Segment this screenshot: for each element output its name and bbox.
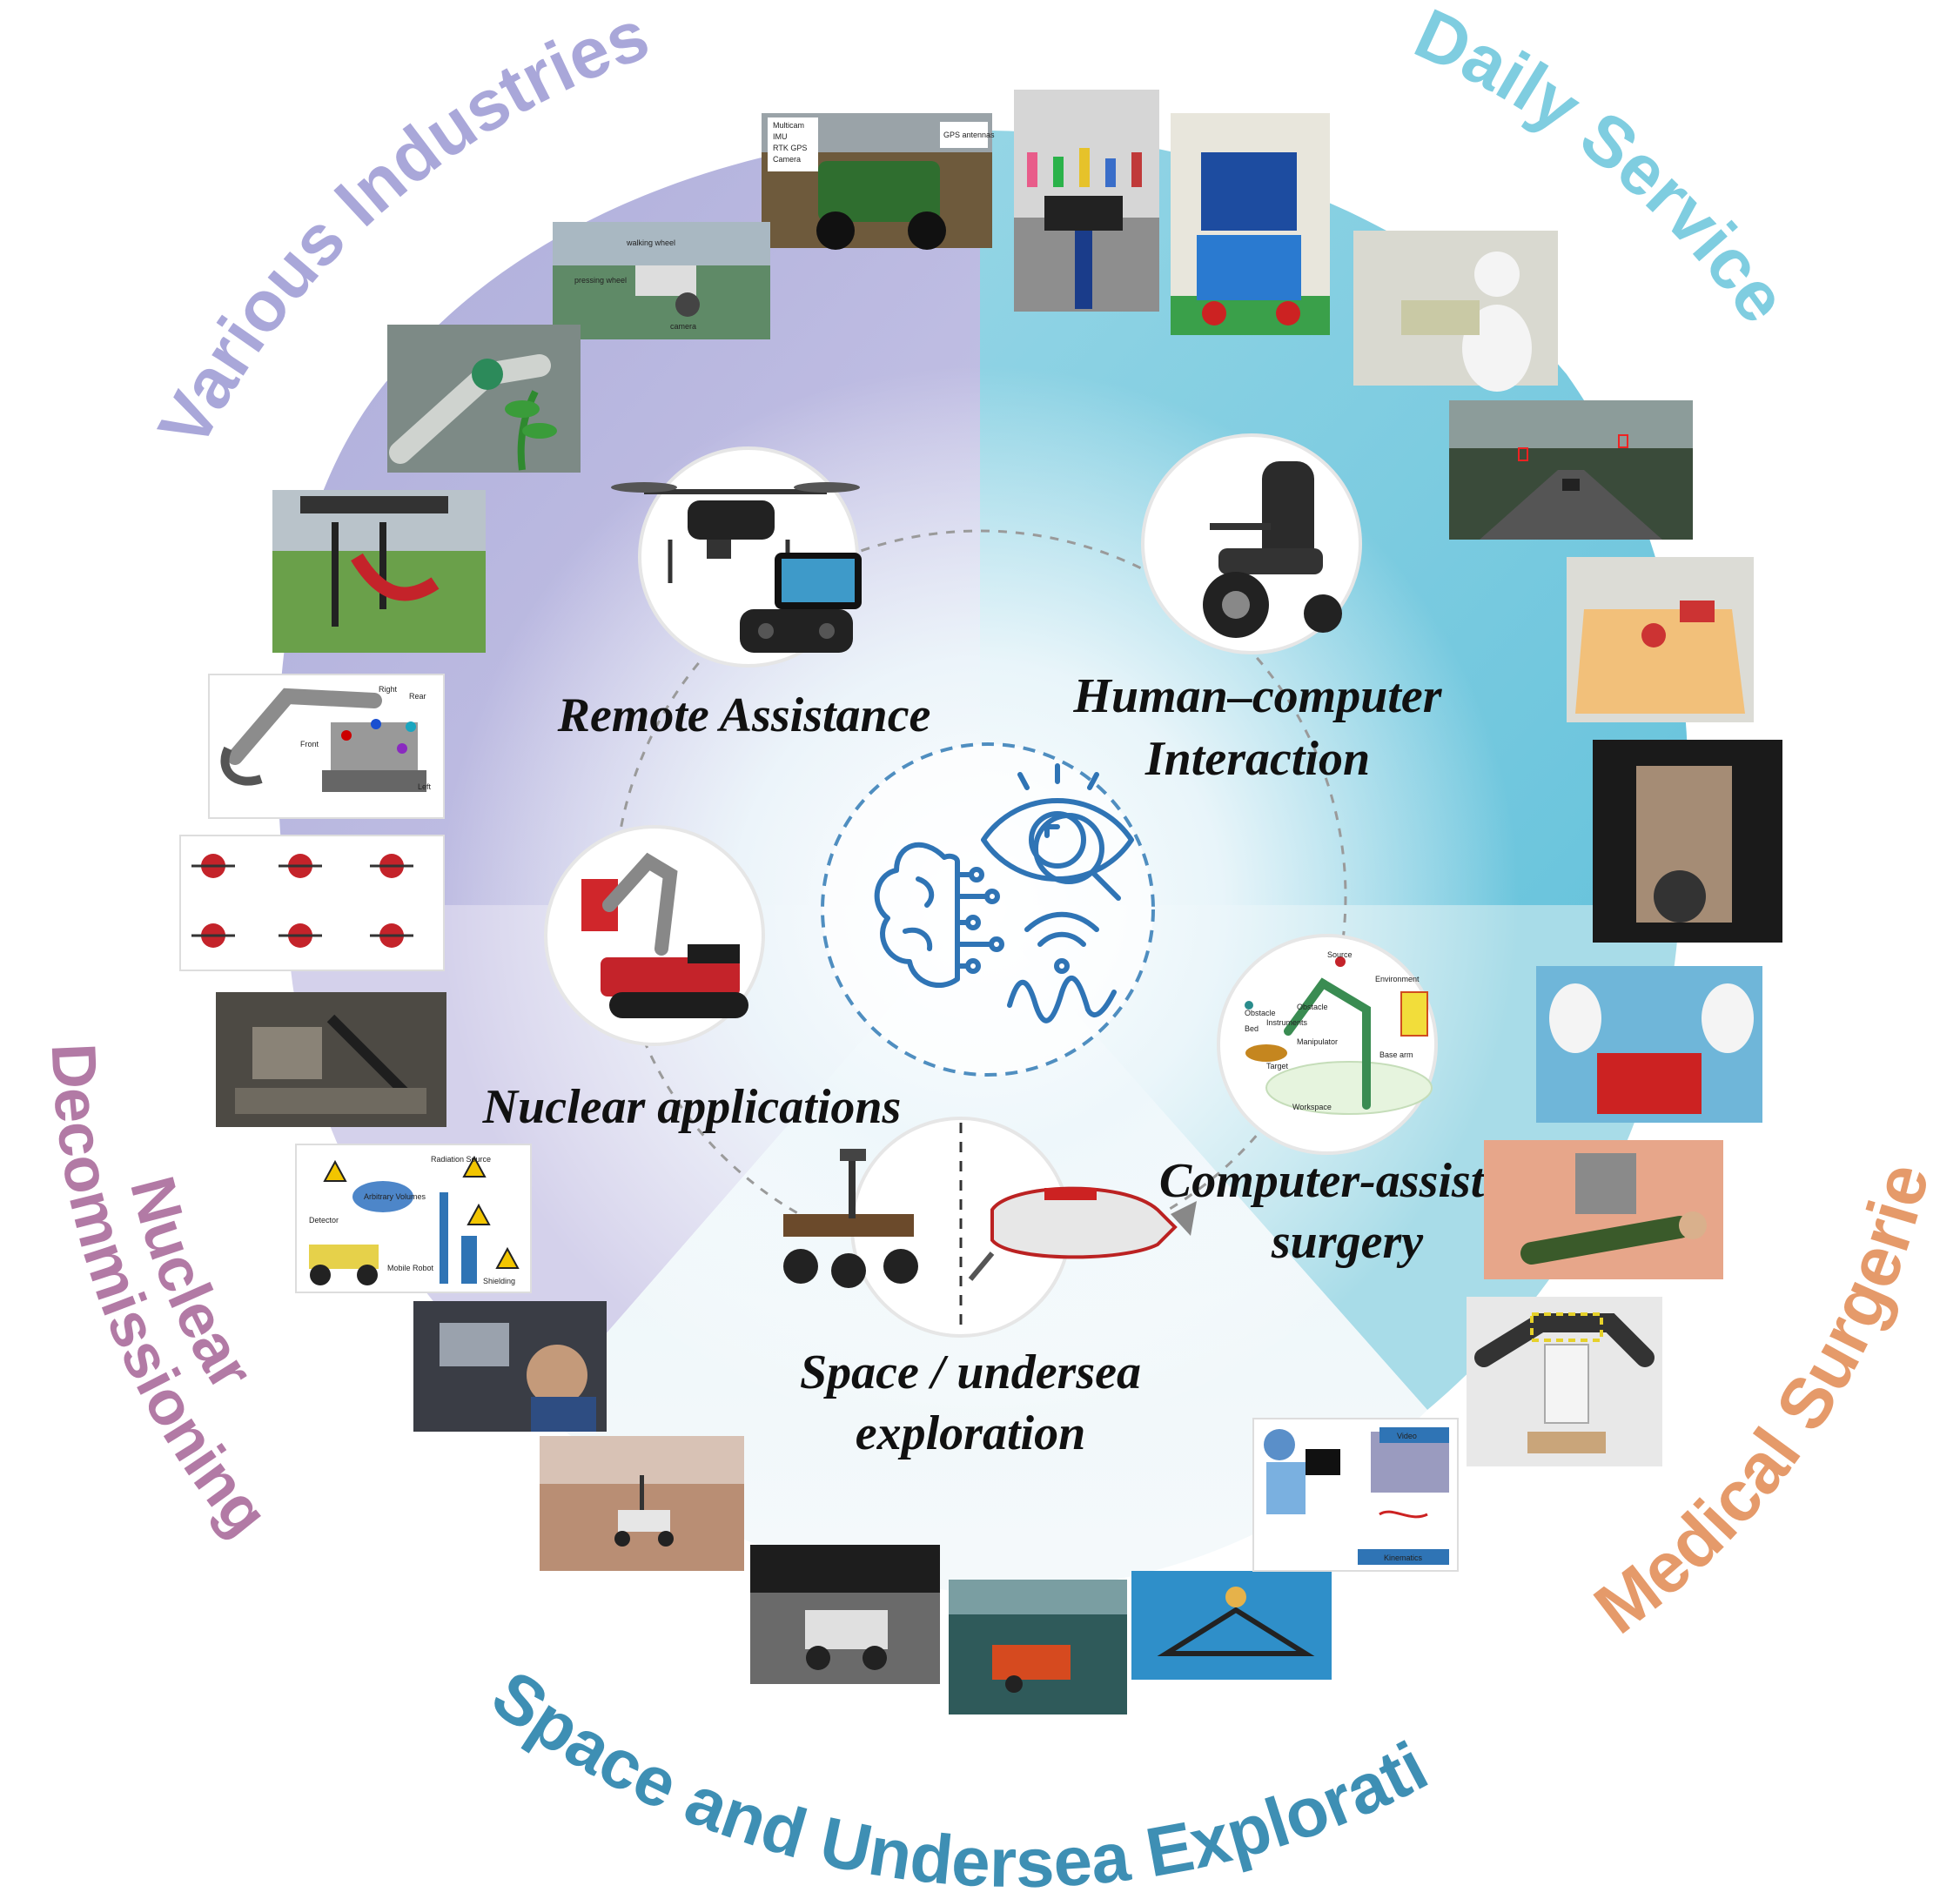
photo-mars-rover (540, 1436, 744, 1571)
photo-pool-robot (1131, 1571, 1332, 1680)
surgical-label-obstacle-1: Obstacle (1245, 1009, 1276, 1017)
label-remote-assistance: Remote Assistance (557, 688, 931, 742)
surgical-label-obstacle-2: Obstacle (1297, 1003, 1328, 1011)
surgical-label-workspace: Workspace (1292, 1103, 1332, 1111)
photo-surgical-hands (1536, 966, 1762, 1123)
surgical-label-instruments: Instruments (1266, 1018, 1308, 1027)
photo-child-playroom (1567, 557, 1754, 722)
submersible-icon (968, 1186, 1197, 1281)
photo-dual-arm-patient (1484, 1140, 1723, 1279)
photo-gripper-drone (272, 490, 486, 653)
photo-service-robot (1353, 231, 1558, 392)
vehicle-label-rtk: RTK GPS (773, 144, 807, 152)
label-cas-line1: Computer-assisted (1159, 1154, 1531, 1208)
photo-object-grasp (1014, 90, 1159, 312)
surgical-label-manipulator: Manipulator (1297, 1037, 1338, 1046)
photo-aerial-manipulator: walking wheel pressing wheel camera (553, 222, 770, 339)
label-hci-line1: Human–computer (1072, 669, 1442, 723)
teleop-label-kinematics: Kinematics (1384, 1553, 1423, 1562)
surgical-label-base-arm: Base arm (1379, 1050, 1413, 1059)
vehicle-label-multicam: Multicam (773, 121, 804, 130)
label-hci-line2: Interaction (1144, 732, 1370, 786)
photo-drone-grid (179, 835, 445, 971)
label-space-line2: exploration (856, 1406, 1085, 1460)
excavator-label-right: Right (379, 685, 398, 694)
photo-underwater-robot (949, 1580, 1127, 1714)
application-hci (1141, 433, 1362, 654)
radiation-label-shielding: Shielding (483, 1277, 515, 1285)
controller-tablet-icon (740, 553, 862, 653)
drone-icon (611, 482, 860, 583)
photo-debris-handling (216, 992, 446, 1127)
surgical-label-environment: Environment (1375, 975, 1420, 983)
label-cas-line2: surgery (1271, 1215, 1424, 1269)
application-cas: Source Environment Bed Obstacle Obstacle… (1217, 934, 1438, 1155)
surgical-arm-diagram: Source Environment Bed Obstacle Obstacle… (1245, 950, 1433, 1115)
photo-radiation-map: Radiation Source Arbitrary Volumes Detec… (295, 1144, 532, 1293)
aerial-label-camera: camera (670, 322, 696, 331)
radiation-label-detector: Detector (309, 1216, 339, 1225)
photo-robot-arm-plant (387, 325, 581, 473)
radiation-label-source: Radiation Source (431, 1155, 491, 1164)
orbit-ring (613, 529, 1347, 1264)
surgical-label-target: Target (1266, 1062, 1289, 1070)
excavator-label-rear: Rear (409, 692, 426, 701)
nuclear-robot-icon (581, 852, 748, 1018)
photo-teleop-video: Video Kinematics (1252, 1418, 1459, 1572)
vehicle-label-camera: Camera (773, 155, 801, 164)
radiation-label-robot: Mobile Robot (387, 1264, 434, 1272)
photo-mobile-manipulator (1171, 113, 1330, 335)
excavator-label-front: Front (300, 740, 319, 748)
aerial-label-walking: walking wheel (626, 238, 675, 247)
excavator-label-left: Left (418, 782, 432, 791)
label-space-line1: Space / undersea (800, 1345, 1141, 1399)
surgical-label-bed: Bed (1245, 1024, 1259, 1033)
photo-lunar-rover (750, 1545, 940, 1684)
vehicle-label-gps: GPS antennas (943, 131, 995, 139)
application-space-undersea (783, 1117, 1197, 1338)
photo-excavator-diagram: Right Rear Front Left (208, 674, 445, 819)
teleop-label-video: Video (1397, 1432, 1417, 1440)
application-nuclear (544, 825, 765, 1046)
photo-utility-vehicle: Multicam IMU RTK GPS Camera GPS antennas (762, 113, 995, 250)
photo-glovebox-operator (413, 1301, 607, 1432)
radiation-label-volumes: Arbitrary Volumes (364, 1192, 426, 1201)
photo-yumi-robot (1467, 1297, 1662, 1466)
aerial-label-pressing: pressing wheel (574, 276, 627, 285)
brain-eye-signal-icon (874, 763, 1134, 1023)
surgical-label-source: Source (1327, 950, 1353, 959)
rover-icon (783, 1149, 918, 1288)
photo-wheelchair-arm (1593, 740, 1782, 943)
label-nuclear-applications: Nuclear applications (482, 1080, 902, 1134)
photo-driving-scene (1449, 400, 1693, 540)
wheelchair-icon (1203, 461, 1342, 638)
vehicle-label-imu: IMU (773, 132, 788, 141)
application-remote-assistance (611, 446, 862, 668)
center-icon-group (821, 742, 1155, 1077)
